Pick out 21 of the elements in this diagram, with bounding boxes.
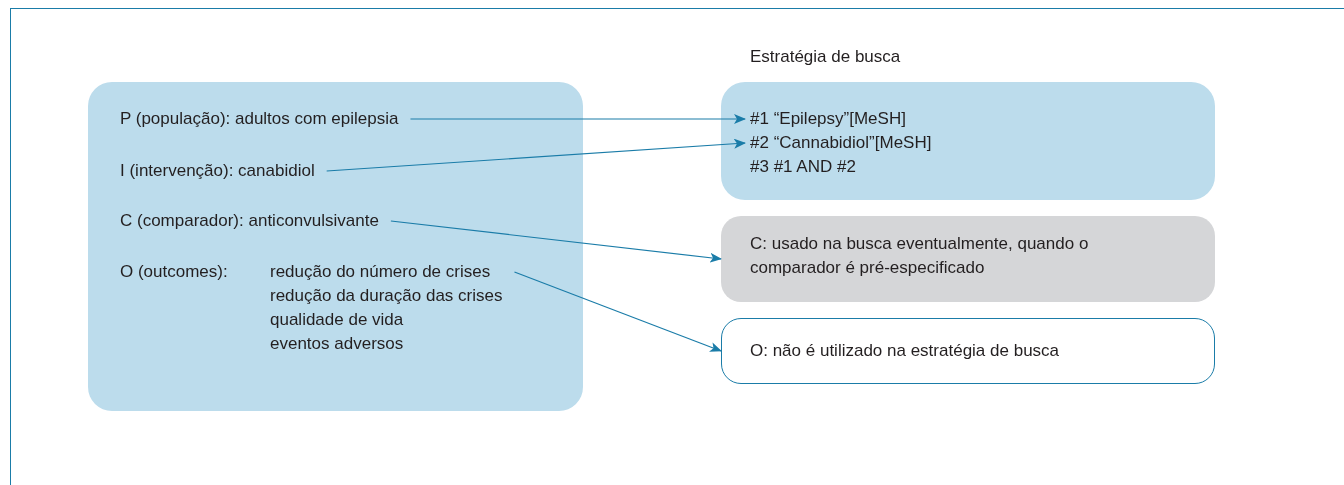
criteria-text: I (intervenção): canabidiol: [120, 159, 327, 183]
heading-text: Estratégia de busca: [750, 46, 901, 68]
arrow: [326, 138, 746, 172]
outcome-text: redução da duração das crises: [270, 285, 503, 307]
arrow: [513, 271, 722, 352]
criteria-text: #1 “Epilepsy”[MeSH]: [745, 107, 906, 131]
pico-panel: [88, 82, 583, 411]
criteria-text: C (comparador): anticonvulsivante: [120, 209, 391, 233]
outcome-text: qualidade de vida: [270, 309, 405, 331]
criteria-text: O (outcomes):: [120, 261, 229, 283]
outcome-text: redução do número de crises: [270, 261, 492, 283]
arrow: [409, 114, 746, 124]
note-text: O: não é utilizado na estratégia de busca: [750, 340, 1061, 362]
criteria-text: #2 “Cannabidiol”[MeSH]: [745, 131, 932, 155]
note-box: [721, 216, 1215, 302]
arrow: [390, 220, 722, 263]
criteria-text: #3 #1 AND #2: [745, 155, 856, 179]
criteria-text: P (população): adultos com epilepsia: [120, 107, 411, 131]
note-text: C: usado na busca eventualmente, quando o comparador é pré-especificado: [750, 233, 1090, 279]
note-box: [721, 318, 1215, 384]
outcome-text: eventos adversos: [270, 333, 405, 355]
